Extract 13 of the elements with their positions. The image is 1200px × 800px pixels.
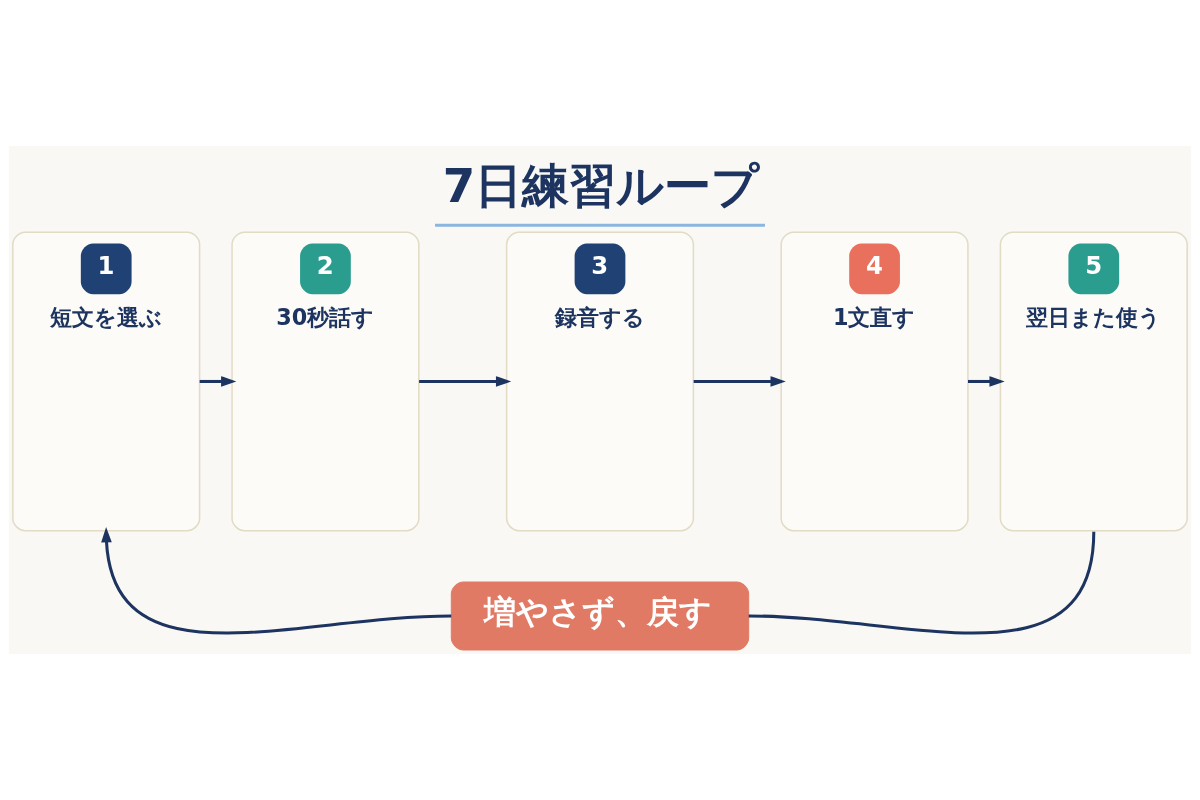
arrow — [101, 527, 452, 635]
node-box: 4 1文直す — [780, 231, 969, 532]
connector — [748, 531, 1096, 635]
arrow — [693, 376, 786, 387]
arrow — [968, 376, 1005, 387]
arrow — [419, 376, 512, 387]
node-box: 5 翌日また使う — [999, 231, 1188, 532]
diagram-title: 7日練習ループ — [442, 159, 760, 214]
arrow — [199, 376, 237, 387]
node-box: 1 短文を選ぶ — [12, 231, 201, 532]
node-box: 2 30秒話す — [231, 231, 420, 532]
node-box: 増やさず、戻す — [450, 581, 750, 651]
node-box: 3 録音する — [505, 231, 695, 532]
